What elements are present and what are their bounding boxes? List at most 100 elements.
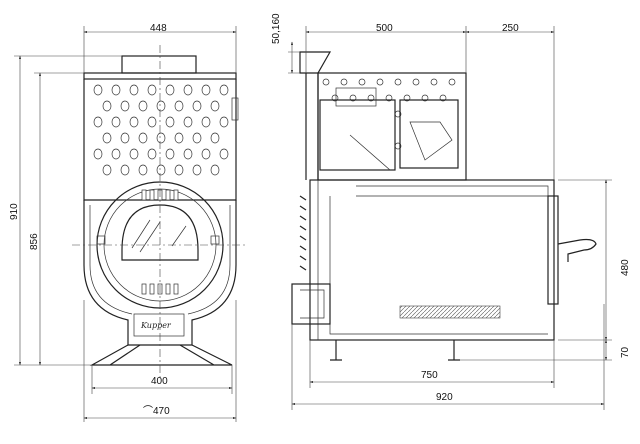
perforation-hole (147, 116, 157, 128)
side-tank-slope (349, 134, 391, 171)
perforation-hole (138, 132, 148, 144)
dim-side-top-depth: 500 (376, 23, 393, 34)
side-dimensions: 50,160 500 250 480 70 750 920 (271, 13, 631, 410)
perforation-hole (129, 84, 139, 96)
perforation-hole (138, 100, 148, 112)
side-top-plate (356, 185, 549, 197)
perforation-hole (147, 84, 157, 96)
cooling-fin (299, 265, 307, 271)
side-water-tank (319, 99, 396, 171)
perforation-hole (322, 78, 330, 86)
side-grate (399, 305, 501, 319)
cooling-fin (299, 205, 307, 211)
dim-side-collar-height: 50,160 (271, 13, 282, 44)
dim-side-body-depth: 750 (421, 370, 438, 381)
side-front-fins (299, 195, 307, 271)
cooling-fin (299, 225, 307, 231)
front-door-hinge-right (210, 235, 220, 245)
dim-front-total-height: 910 (9, 203, 20, 220)
side-main-body (309, 179, 555, 341)
perforation-hole (120, 132, 130, 144)
perforation-hole (376, 78, 384, 86)
perforation-hole (430, 78, 438, 86)
perforation-hole (93, 84, 103, 96)
front-logo-text: Kupper (140, 321, 172, 330)
side-flue-damper (409, 121, 453, 161)
side-front-frame (305, 73, 319, 180)
side-ash-box-inner (300, 289, 325, 319)
perforation-hole (174, 132, 184, 144)
dim-front-body-height: 856 (29, 233, 40, 250)
side-body-inner (317, 180, 548, 340)
dim-front-bottom: ⌒470 (143, 405, 170, 417)
perforation-hole (156, 100, 166, 112)
perforation-hole (93, 116, 103, 128)
side-heat-shield (317, 72, 467, 181)
perforation-hole (412, 78, 420, 86)
front-view: Kupper (72, 45, 248, 380)
perforation-hole (183, 84, 193, 96)
perforation-hole (93, 148, 103, 160)
perforation-hole (111, 84, 121, 96)
door-vent-slot (165, 283, 171, 295)
perforation-hole (219, 116, 229, 128)
side-tank-lid (335, 87, 377, 107)
front-base-legs (89, 344, 233, 366)
perforation-hole (174, 164, 184, 176)
perforation-hole (165, 148, 175, 160)
perforation-hole (192, 100, 202, 112)
front-dimensions: 448 910 856 400 ⌒470 (9, 23, 237, 422)
perforation-hole (156, 164, 166, 176)
dim-side-hopper-depth: 250 (502, 23, 519, 34)
perforation-hole (174, 100, 184, 112)
perforation-hole (102, 100, 112, 112)
dim-front-top-width: 448 (150, 23, 167, 34)
perforation-hole (201, 116, 211, 128)
dim-side-leg-height: 70 (620, 346, 631, 358)
front-perforation-holes (93, 84, 229, 176)
door-vent-slot (141, 283, 147, 295)
dim-side-door-height: 480 (620, 259, 631, 276)
side-door (547, 195, 559, 305)
perforation-hole (448, 78, 456, 86)
door-vent-slot (149, 189, 155, 201)
side-chimney-collar (299, 51, 332, 74)
front-chimney-collar (121, 55, 197, 74)
perforation-hole (192, 164, 202, 176)
perforation-hole (183, 116, 193, 128)
cooling-fin (299, 195, 307, 201)
perforation-hole (219, 148, 229, 160)
perforation-hole (129, 148, 139, 160)
perforation-hole (147, 148, 157, 160)
perforation-hole (192, 132, 202, 144)
side-flue-box (399, 99, 459, 169)
front-logo-plate (133, 313, 185, 337)
perforation-hole (201, 84, 211, 96)
perforation-hole (183, 148, 193, 160)
door-vent-slot (165, 189, 171, 201)
perforation-hole (120, 164, 130, 176)
door-vent-slot (149, 283, 155, 295)
perforation-hole (111, 148, 121, 160)
perforation-hole (165, 116, 175, 128)
door-vent-slot (173, 283, 179, 295)
side-door-handle (557, 238, 597, 262)
perforation-hole (394, 78, 402, 86)
cooling-fin (299, 245, 307, 251)
front-glass-reflections (131, 219, 187, 253)
perforation-hole (219, 84, 229, 96)
front-door-glass (121, 204, 199, 261)
dim-side-total-depth: 920 (436, 392, 453, 403)
cooling-fin (299, 235, 307, 241)
perforation-hole (210, 132, 220, 144)
perforation-hole (340, 78, 348, 86)
door-vent-slot (173, 189, 179, 201)
cooling-fin (299, 215, 307, 221)
perforation-hole (111, 116, 121, 128)
front-side-handle (231, 97, 239, 121)
side-perforation-holes (322, 78, 456, 150)
cooling-fin (299, 255, 307, 261)
perforation-hole (138, 164, 148, 176)
front-door-hinge-left (96, 235, 106, 245)
